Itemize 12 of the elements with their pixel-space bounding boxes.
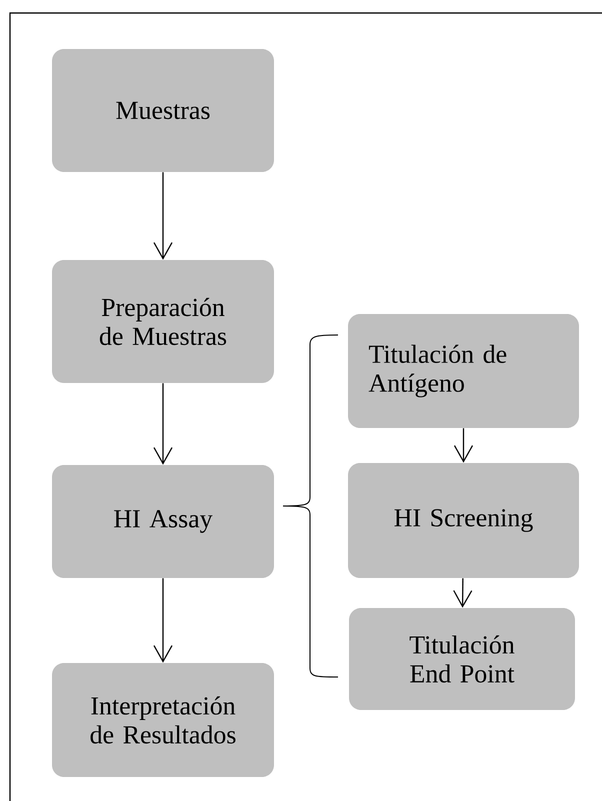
process-box: HI Assay [52,465,274,578]
process-box: Interpretación de Resultados [52,663,274,777]
process-box: HI Screening [348,463,579,578]
process-box: Titulación de Antígeno [348,314,579,428]
arrow [454,428,474,463]
arrow [453,578,472,608]
arrow [153,383,173,465]
arrow [153,172,173,260]
process-box: Muestras [52,49,274,172]
arrow [153,578,173,663]
process-box: Titulación End Point [349,608,575,710]
process-box: Preparación de Muestras [52,260,274,383]
